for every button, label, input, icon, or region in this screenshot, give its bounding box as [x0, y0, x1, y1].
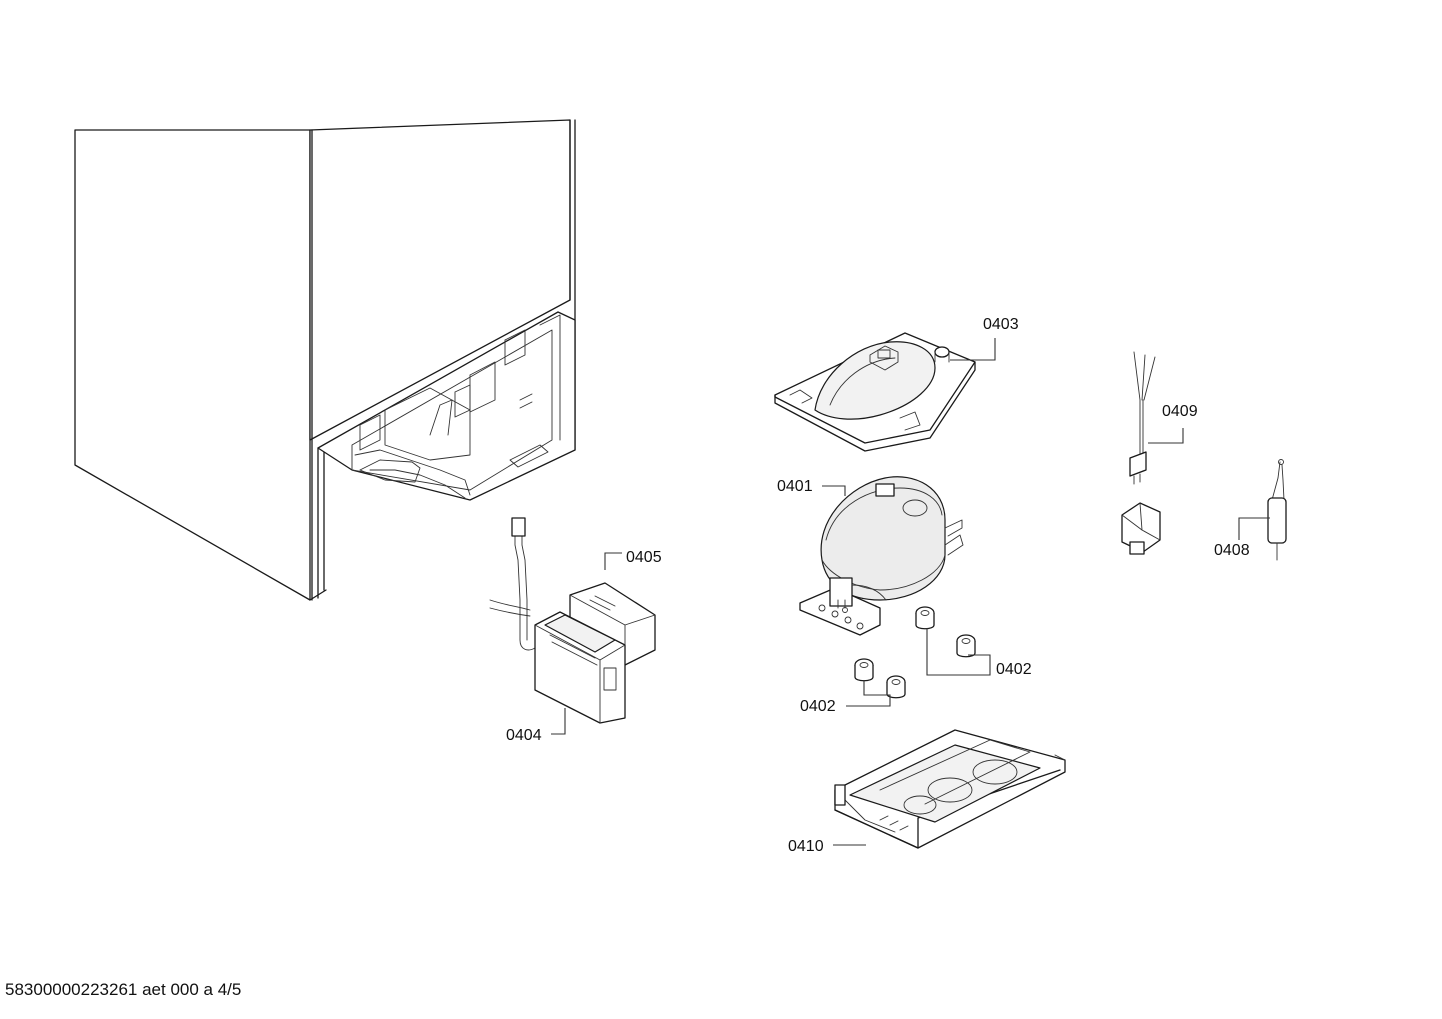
callout-0402-left: 0402 [800, 698, 836, 715]
part-0404-starter-relay [489, 517, 626, 724]
callout-0404: 0404 [506, 727, 542, 744]
callout-leaders [551, 338, 1270, 846]
part-0401-compressor [799, 476, 964, 636]
document-id-footer: 58300000223261 aet 000 a 4/5 [5, 980, 242, 999]
grommet-2 [956, 634, 976, 658]
grommet-4 [886, 675, 906, 699]
callout-0401: 0401 [777, 478, 813, 495]
appliance-cabinet [74, 119, 576, 601]
part-0410-base-tray [834, 729, 1066, 849]
callout-0408: 0408 [1214, 542, 1250, 559]
grommet-3 [854, 658, 874, 682]
part-0409-connector [1121, 502, 1161, 555]
grommet-1 [915, 606, 935, 630]
callout-0403: 0403 [983, 316, 1019, 333]
callout-0410: 0410 [788, 838, 824, 855]
part-0408-sensor [1267, 459, 1287, 561]
callout-0402-right: 0402 [996, 661, 1032, 678]
compressor-base-holes [818, 604, 864, 630]
callout-0405: 0405 [626, 549, 662, 566]
callout-0409: 0409 [1162, 403, 1198, 420]
callout-labels: 0403 0409 0401 0408 0405 0402 0402 0404 … [506, 316, 1250, 855]
part-0409-cable [1129, 351, 1156, 485]
part-0403-compressor-cover [774, 332, 976, 452]
